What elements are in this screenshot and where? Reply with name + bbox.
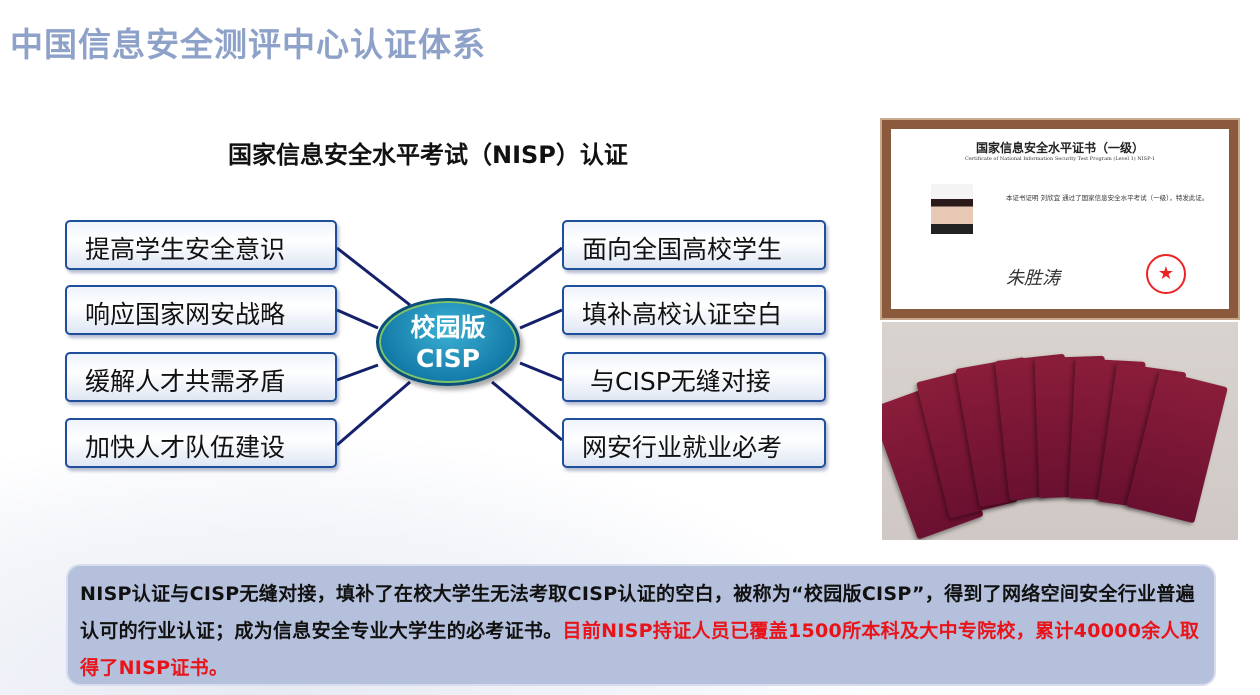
connector-line	[336, 363, 379, 382]
hub-line2: CISP	[416, 344, 480, 373]
slide-title: 中国信息安全测评中心认证体系	[10, 25, 486, 64]
summary-highlight: 目前NISP持证人员已覆盖1500所本科及大中专院校，累计40000余人取得了N…	[80, 620, 1200, 679]
certificates-photo	[882, 322, 1238, 540]
connector-line	[336, 380, 411, 447]
left-item-2: 响应国家网安战略	[65, 285, 337, 335]
left-item-4: 加快人才队伍建设	[65, 418, 337, 468]
summary-text: NISP认证与CISP无缝对接，填补了在校大学生无法考取CISP认证的空白，被称…	[80, 583, 1195, 642]
red-seal-icon: ★	[1146, 254, 1186, 294]
connector-line	[336, 246, 411, 307]
connector-line	[336, 308, 379, 330]
connector-line	[489, 246, 563, 305]
left-item-3: 缓解人才共需矛盾	[65, 352, 337, 402]
hub-ellipse: 校园版 CISP	[376, 298, 520, 386]
summary-box: NISP认证与CISP无缝对接，填补了在校大学生无法考取CISP认证的空白，被称…	[66, 564, 1216, 686]
left-item-1: 提高学生安全意识	[65, 220, 337, 270]
signature: 朱胜涛	[1006, 268, 1060, 289]
connector-lines	[336, 246, 563, 447]
connector-line	[519, 308, 563, 330]
section-subtitle: 国家信息安全水平考试（NISP）认证	[228, 141, 628, 169]
hub-line1: 校园版	[410, 313, 486, 342]
certificate-image: 国家信息安全水平证书（一级） Certificate of National I…	[880, 118, 1240, 320]
connector-line	[491, 380, 563, 442]
right-item-3: 与CISP无缝对接	[562, 352, 826, 402]
right-item-4: 网安行业就业必考	[562, 418, 826, 468]
certificate-title: 国家信息安全水平证书（一级）	[975, 141, 1144, 155]
portrait-photo	[931, 184, 973, 234]
certificate-title-en: Certificate of National Information Secu…	[964, 156, 1156, 162]
right-item-2: 填补高校认证空白	[562, 285, 826, 335]
connector-line	[519, 361, 563, 382]
right-item-1: 面向全国高校学生	[562, 220, 826, 270]
certificate-body: 本证书证明 刘欣宜 通过了国家信息安全水平考试（一级），特发此证。	[1006, 194, 1209, 202]
